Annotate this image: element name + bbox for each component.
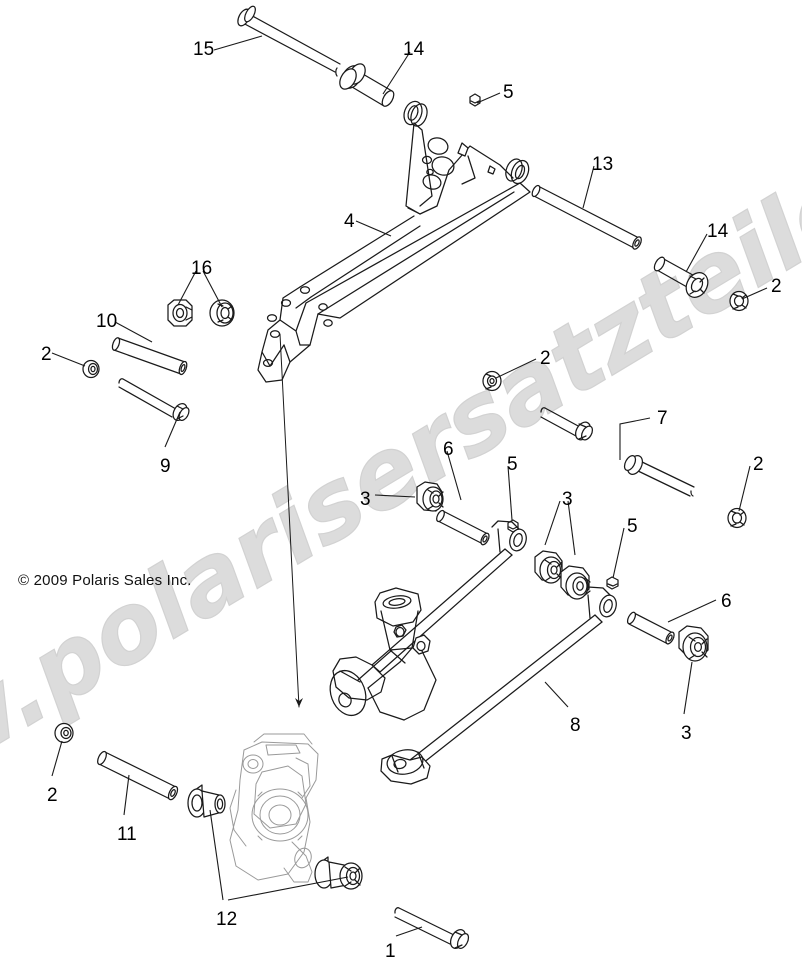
callout-number-2: 2 bbox=[771, 276, 782, 297]
part-6a-spacer bbox=[436, 509, 490, 546]
part-7-bolt-lower bbox=[623, 455, 695, 497]
part-3b-bushing-left bbox=[534, 550, 563, 584]
part-3a-bushing bbox=[416, 481, 444, 512]
leader-line-3 bbox=[544, 500, 561, 546]
leader-line-2 bbox=[51, 352, 86, 367]
part-11-spacer bbox=[97, 750, 179, 801]
callout-number-5: 5 bbox=[627, 516, 638, 537]
callout-number-14: 14 bbox=[403, 39, 425, 60]
callout-number-4: 4 bbox=[344, 211, 355, 232]
leader-line-3 bbox=[683, 661, 693, 715]
callout-number-2: 2 bbox=[540, 348, 551, 369]
copyright-notice: © 2009 Polaris Sales Inc. bbox=[18, 572, 192, 589]
leader-line-10 bbox=[114, 321, 153, 343]
part-2a-nut bbox=[729, 290, 749, 312]
part-2d-nut bbox=[727, 507, 747, 529]
part-2c-nut bbox=[482, 370, 502, 392]
part-7-bolt-upper bbox=[540, 407, 594, 441]
leader-line-8 bbox=[544, 681, 569, 708]
leader-line-7 bbox=[619, 417, 651, 460]
leader-line-4 bbox=[355, 220, 392, 237]
part-12-bushing-right bbox=[314, 856, 363, 890]
leader-line-14 bbox=[685, 233, 708, 273]
leader-line-2 bbox=[738, 465, 751, 512]
leader-line-6 bbox=[446, 450, 462, 501]
part-13-spacer bbox=[531, 184, 642, 250]
callout-number-3: 3 bbox=[360, 489, 371, 510]
part-3b-bushing-right bbox=[560, 565, 591, 600]
leader-line-9 bbox=[164, 411, 181, 448]
leader-line-11 bbox=[123, 774, 130, 816]
callout-number-5: 5 bbox=[503, 82, 514, 103]
leader-line-14 bbox=[382, 51, 411, 95]
callout-number-3: 3 bbox=[681, 723, 692, 744]
part-8-lower-control-arm bbox=[329, 520, 617, 785]
leader-line-5 bbox=[476, 92, 501, 104]
callout-number-3: 3 bbox=[562, 489, 573, 510]
leader-line-3 bbox=[567, 500, 576, 556]
callout-number-6: 6 bbox=[721, 591, 732, 612]
callout-number-13: 13 bbox=[592, 154, 614, 175]
steering-knuckle bbox=[229, 733, 319, 883]
leader-line-16 bbox=[202, 270, 223, 308]
part-3c-bushing bbox=[678, 625, 709, 662]
leader-line-6 bbox=[667, 599, 717, 623]
callout-number-15: 15 bbox=[193, 39, 215, 60]
part-16-bushings bbox=[167, 299, 235, 327]
leader-line-12 bbox=[209, 809, 224, 901]
callout-number-12: 12 bbox=[216, 909, 238, 930]
part-14a-bolt bbox=[339, 63, 395, 107]
callout-number-2: 2 bbox=[753, 454, 764, 475]
part-4-upper-control-arm bbox=[257, 100, 531, 383]
leader-line-2 bbox=[495, 358, 537, 379]
callout-number-14: 14 bbox=[707, 221, 729, 242]
leader-line-5 bbox=[507, 465, 513, 521]
callout-number-8: 8 bbox=[570, 715, 581, 736]
part-15-bolt bbox=[237, 5, 341, 77]
leader-line-upper-arm-to-knuckle bbox=[279, 333, 300, 708]
callout-number-5: 5 bbox=[507, 454, 518, 475]
callout-number-2: 2 bbox=[47, 785, 58, 806]
callout-number-9: 9 bbox=[160, 456, 171, 477]
part-9-bolt bbox=[118, 378, 190, 422]
callout-number-11: 11 bbox=[117, 824, 137, 845]
callout-number-7: 7 bbox=[657, 408, 668, 429]
part-2b-nut bbox=[82, 359, 100, 379]
callout-number-6: 6 bbox=[443, 439, 454, 460]
leader-line-2 bbox=[741, 287, 768, 300]
leader-line-5 bbox=[612, 527, 625, 579]
part-12-bushing-left bbox=[187, 784, 226, 818]
part-6b-spacer bbox=[626, 611, 675, 645]
leader-line-12 bbox=[227, 876, 349, 901]
callout-number-2: 2 bbox=[41, 344, 52, 365]
part-2e-nut bbox=[54, 722, 74, 744]
part-5c-nut bbox=[606, 576, 619, 590]
callout-number-1: 1 bbox=[385, 941, 396, 962]
leader-line-1 bbox=[395, 926, 423, 937]
leader-line-2 bbox=[51, 740, 63, 777]
leader-line-13 bbox=[582, 165, 595, 209]
part-10-spacer bbox=[111, 337, 188, 376]
part-14b-bolt bbox=[653, 256, 709, 298]
leader-line-16 bbox=[177, 270, 197, 306]
callout-number-16: 16 bbox=[191, 258, 213, 279]
leader-line-15 bbox=[213, 35, 263, 51]
leader-line-3 bbox=[374, 494, 416, 498]
callout-number-10: 10 bbox=[96, 311, 118, 332]
part-1-bolt bbox=[394, 907, 470, 949]
